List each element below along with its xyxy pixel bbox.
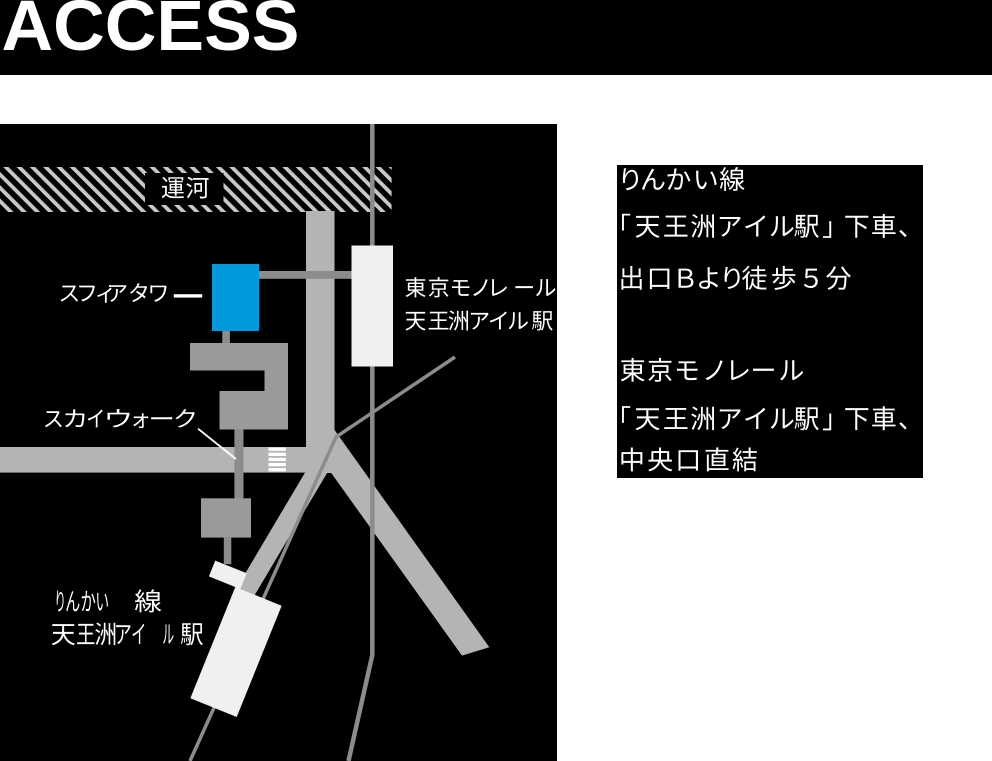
svg-text:ACCESS: ACCESS xyxy=(2,0,300,66)
